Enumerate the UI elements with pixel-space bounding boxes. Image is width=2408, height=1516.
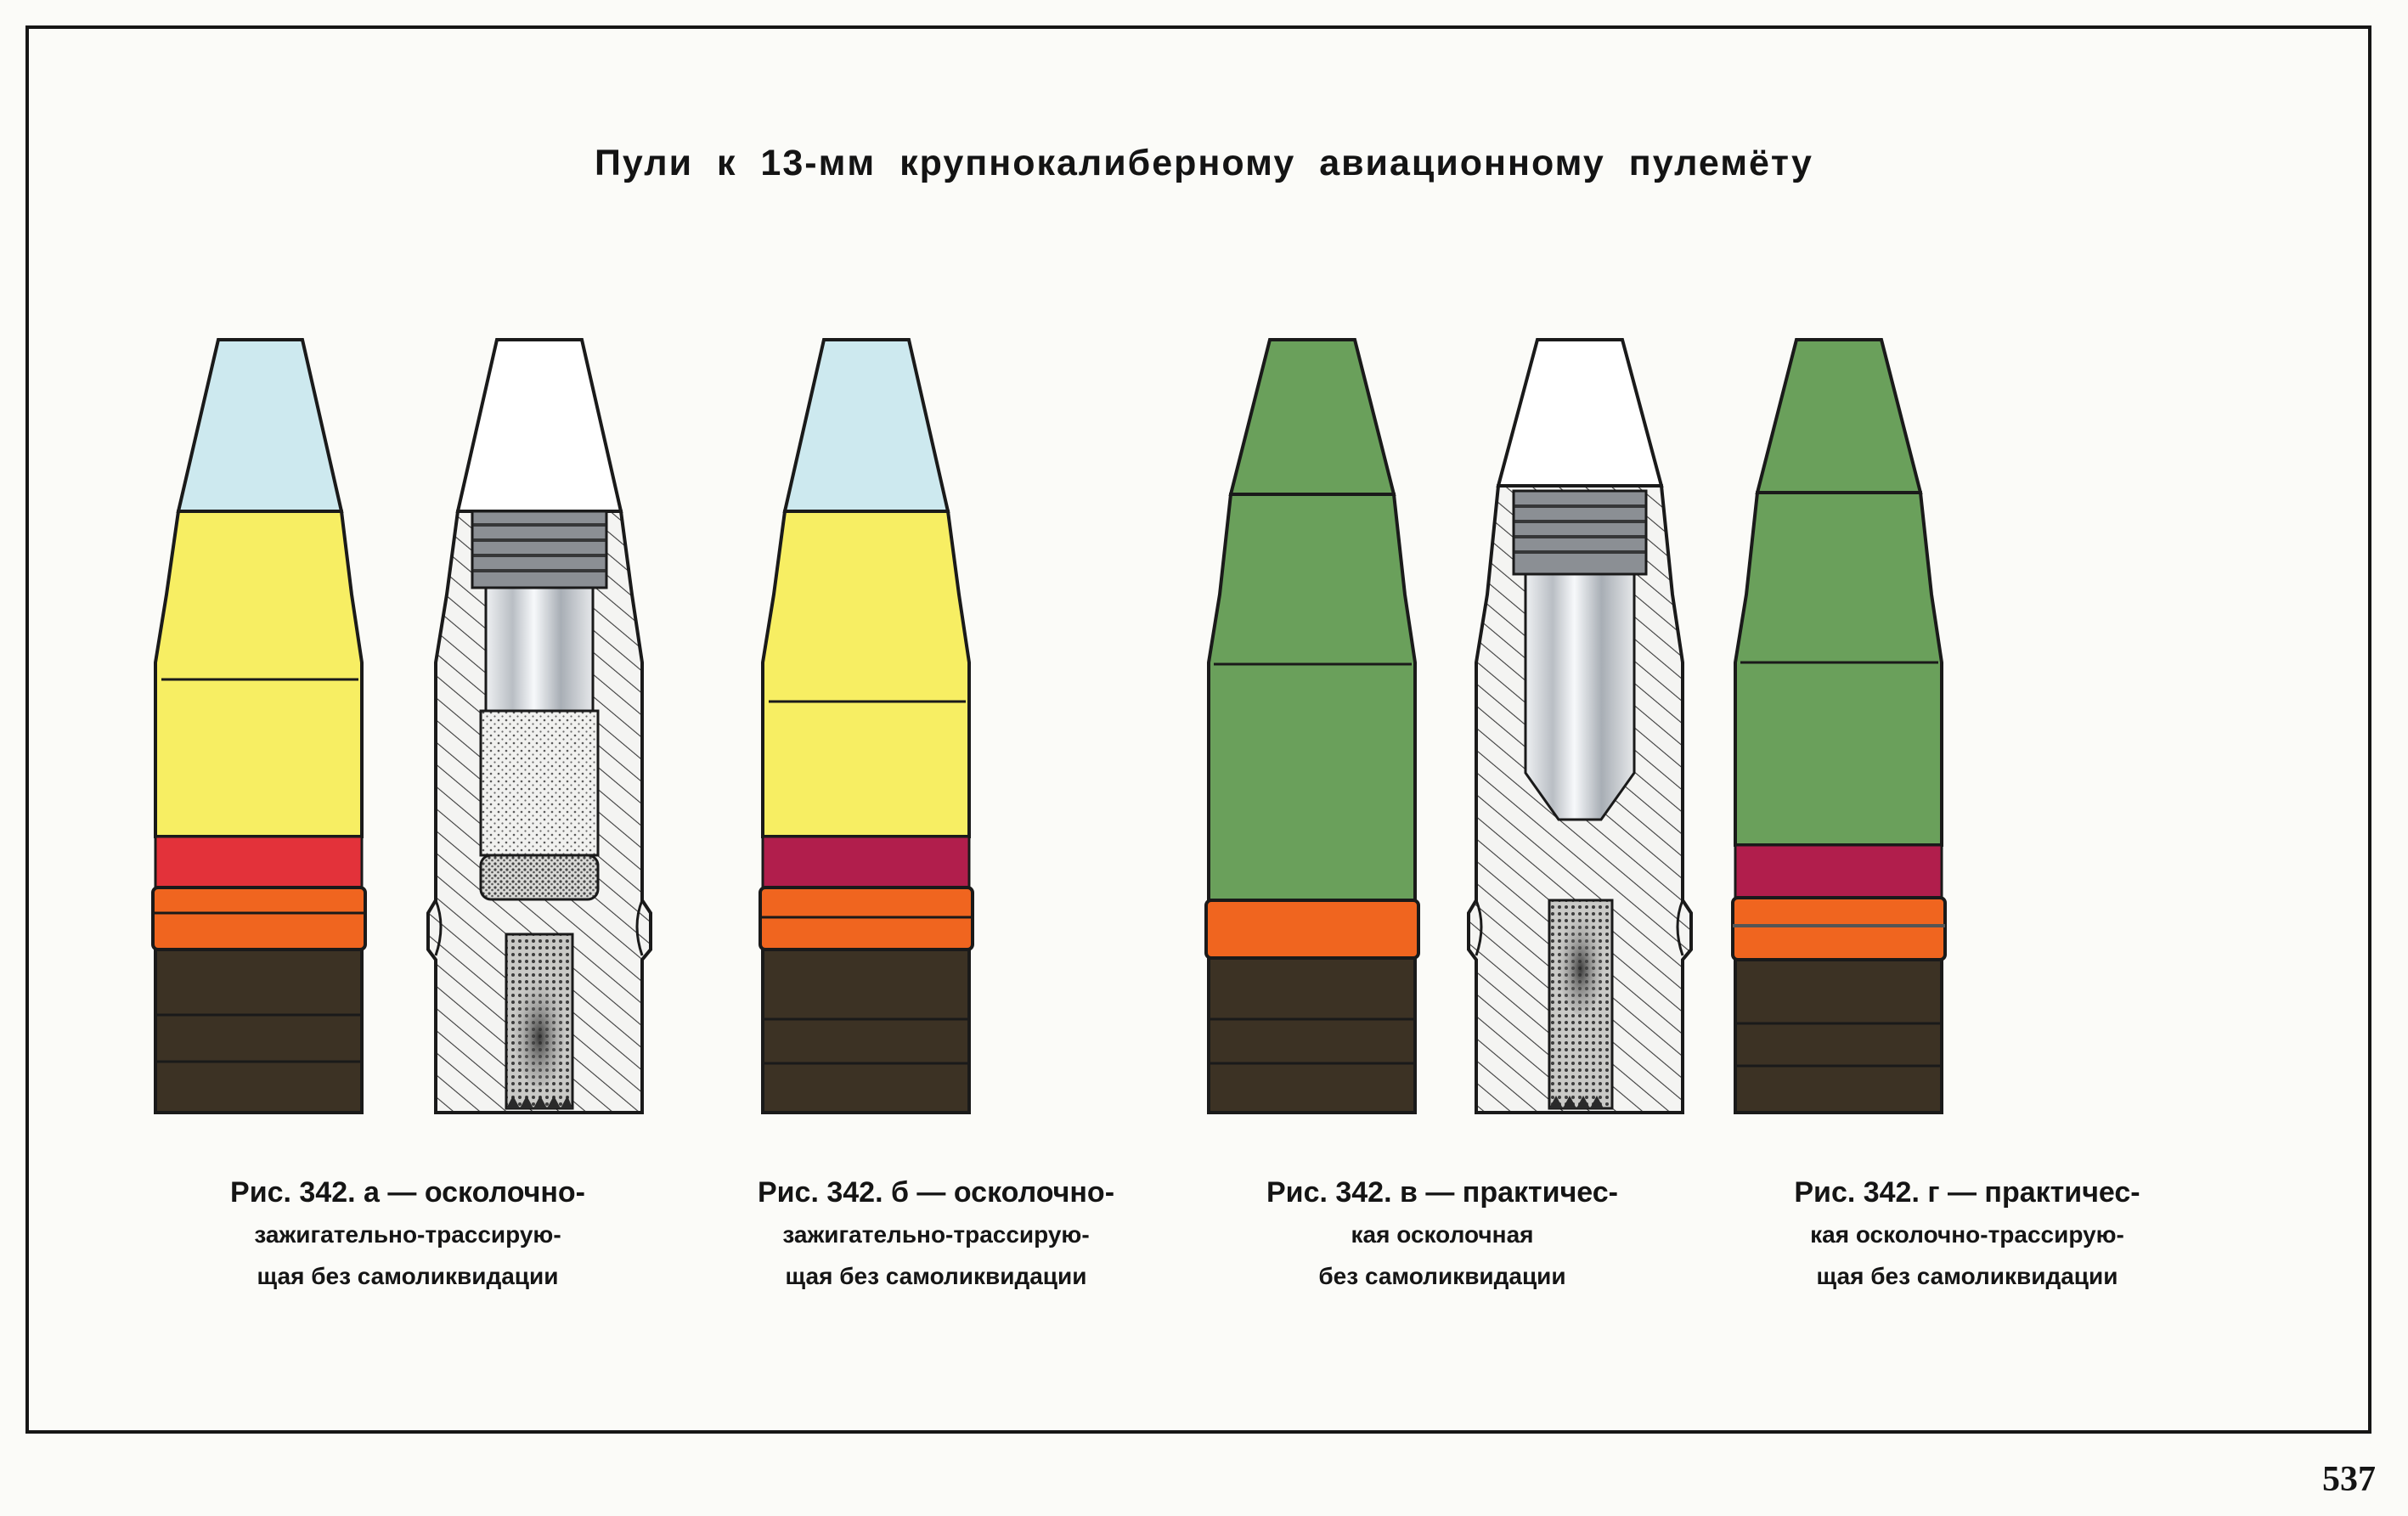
caption-line: щая без самоликвидации	[1816, 1263, 2118, 1289]
tip-green	[1755, 338, 1923, 494]
caption-line: кая осколочная	[1351, 1221, 1534, 1248]
caption-342a: Рис. 342. а — осколочно- зажигательно-тр…	[170, 1172, 646, 1297]
caption-line: кая осколочно-трассирую-	[1810, 1221, 2124, 1248]
driving-band-orange	[1731, 896, 1947, 961]
body-green	[1207, 493, 1417, 902]
incendiary-charge	[479, 709, 600, 857]
band-crimson	[1734, 843, 1943, 899]
body-green	[1734, 491, 1943, 847]
fuse-cylinder	[1524, 572, 1636, 821]
tip-green	[1228, 338, 1396, 496]
base-dark	[1734, 958, 1943, 1114]
caption-line: Рис. 342. б — осколочно-	[757, 1176, 1115, 1209]
band-red	[154, 835, 364, 889]
caption-line: зажигательно-трассирую-	[782, 1221, 1090, 1248]
caption-line: Рис. 342. г — практичес-	[1794, 1176, 2140, 1209]
tip-light-blue	[176, 338, 344, 513]
threaded-cap	[471, 510, 608, 589]
tip-white	[1496, 338, 1664, 487]
tip-light-blue	[782, 338, 950, 513]
caption-342v: Рис. 342. в — практичес- кая осколочная …	[1204, 1172, 1680, 1297]
fuse-cylinder	[484, 586, 595, 713]
bullet-v-exterior	[1204, 338, 1420, 1114]
bullet-v-section	[1467, 338, 1693, 1114]
driving-band-orange	[1204, 899, 1420, 960]
caption-line: щая без самоликвидации	[257, 1263, 559, 1289]
tip-white	[455, 338, 623, 513]
caption-line: Рис. 342. в — практичес-	[1266, 1176, 1618, 1209]
body-yellow	[761, 510, 971, 838]
base-dark	[154, 948, 364, 1114]
driving-band-orange	[151, 886, 367, 951]
caption-line: Рис. 342. а — осколочно-	[230, 1176, 585, 1209]
page-title: Пули к 13-мм крупнокалиберному авиационн…	[595, 143, 1813, 183]
bullet-a-section	[426, 338, 652, 1114]
base-dark	[761, 948, 971, 1114]
bullet-g-exterior	[1731, 338, 1947, 1114]
caption-line: зажигательно-трассирую-	[254, 1221, 561, 1248]
base-dark	[1207, 956, 1417, 1114]
caption-342b: Рис. 342. б — осколочно- зажигательно-тр…	[698, 1172, 1174, 1297]
bullet-b-exterior	[758, 338, 974, 1114]
caption-line: без самоликвидации	[1318, 1263, 1566, 1289]
page-frame	[25, 25, 2371, 1434]
caption-line: щая без самоликвидации	[785, 1263, 1087, 1289]
body-yellow	[154, 510, 364, 838]
page-number: 537	[2322, 1460, 2376, 1499]
bullet-a-exterior	[151, 338, 367, 1114]
caption-342g: Рис. 342. г — практичес- кая осколочно-т…	[1729, 1172, 2205, 1297]
threaded-cap	[1512, 489, 1648, 576]
band-crimson	[761, 835, 971, 889]
